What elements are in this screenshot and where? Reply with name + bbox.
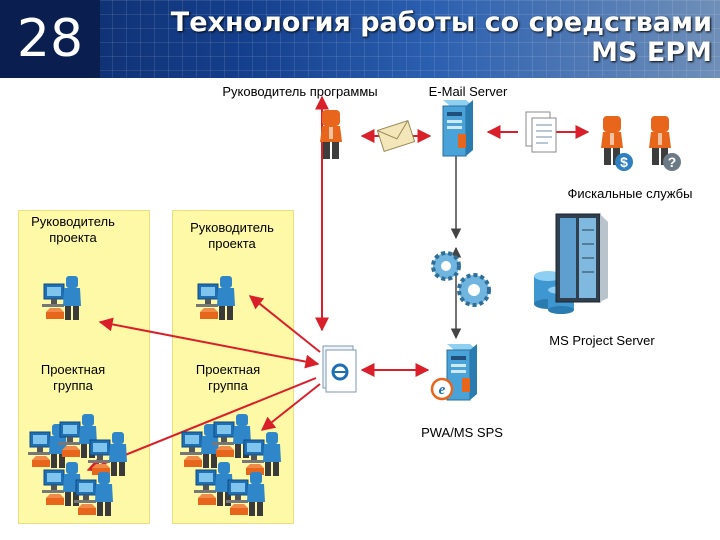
header-grid-pattern xyxy=(0,0,720,78)
gears-icon xyxy=(431,251,491,307)
question-badge-text: ? xyxy=(668,154,677,170)
link-right-pm-to-web xyxy=(248,295,321,353)
fiscal-services-label: Фискальные службы xyxy=(567,186,693,201)
ie-logo-icon: e xyxy=(430,377,454,401)
slide-header: 28 Технология работы со средствами MS EP… xyxy=(0,0,720,78)
right-team-label-line2: группа xyxy=(208,378,248,393)
email-server-label: E-Mail Server xyxy=(428,84,508,99)
right-pm-label-line1: Руководитель xyxy=(190,220,274,235)
left-pm-label-line2: проекта xyxy=(49,230,97,245)
right-pm-label: Руководитель проекта xyxy=(172,220,292,252)
email-server-icon xyxy=(442,99,474,157)
right-team-label: Проектная группа xyxy=(172,362,284,394)
program-manager-label: Руководитель программы xyxy=(222,84,378,99)
right-project-manager-icon xyxy=(195,275,236,321)
left-pm-label-line1: Руководитель xyxy=(31,214,115,229)
pwa-sps-label: PWA/MS SPS xyxy=(421,425,503,440)
slide-title: Технология работы со средствами MS EPM xyxy=(152,8,712,68)
team-member-icon xyxy=(193,461,234,507)
ie-logo-text: e xyxy=(439,382,446,398)
slide-title-line2: MS EPM xyxy=(591,37,712,68)
slide-title-line1: Технология работы со средствами xyxy=(170,7,712,38)
left-project-team xyxy=(27,413,128,517)
right-pm-label-line2: проекта xyxy=(208,236,256,251)
left-pm-label: Руководитель проекта xyxy=(18,214,128,246)
dollar-badge-text: $ xyxy=(620,154,628,170)
program-manager-person-icon xyxy=(320,110,342,159)
left-team-label-line1: Проектная xyxy=(40,362,106,377)
project-server-rack-icon xyxy=(555,213,608,303)
project-server-label: MS Project Server xyxy=(549,333,655,348)
browser-document-icon xyxy=(322,345,357,393)
team-member-icon xyxy=(41,461,82,507)
left-team-label-line2: группа xyxy=(53,378,93,393)
dollar-badge-icon: $ xyxy=(615,153,633,171)
slide-number: 28 xyxy=(0,0,100,78)
link-right-team-to-web xyxy=(260,383,321,431)
envelope-icon xyxy=(376,119,416,153)
right-team-label-line1: Проектная xyxy=(195,362,261,377)
question-badge-icon: ? xyxy=(663,153,681,171)
left-team-label: Проектная группа xyxy=(18,362,128,394)
left-project-manager-icon xyxy=(41,275,82,321)
right-project-team xyxy=(179,413,282,517)
document-icon xyxy=(525,111,557,153)
link-left-pm-to-web xyxy=(98,317,320,369)
